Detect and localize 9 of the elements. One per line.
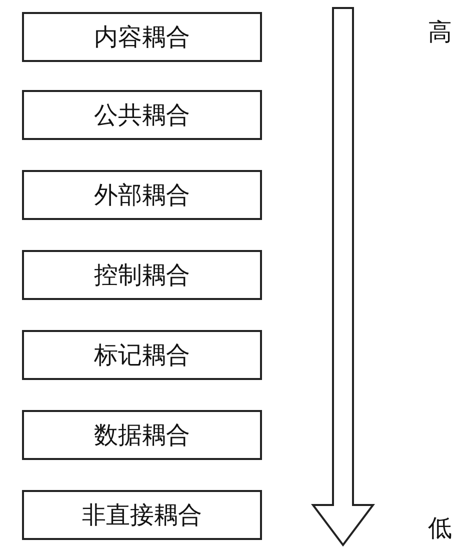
process-box: 公共耦合: [22, 90, 262, 140]
process-box: 内容耦合: [22, 12, 262, 62]
level-label: 高: [428, 17, 452, 48]
process-box: 外部耦合: [22, 170, 262, 220]
level-label: 低: [428, 513, 452, 544]
process-box: 非直接耦合: [22, 490, 262, 540]
process-box: 标记耦合: [22, 330, 262, 380]
process-box: 数据耦合: [22, 410, 262, 460]
process-box: 控制耦合: [22, 250, 262, 300]
